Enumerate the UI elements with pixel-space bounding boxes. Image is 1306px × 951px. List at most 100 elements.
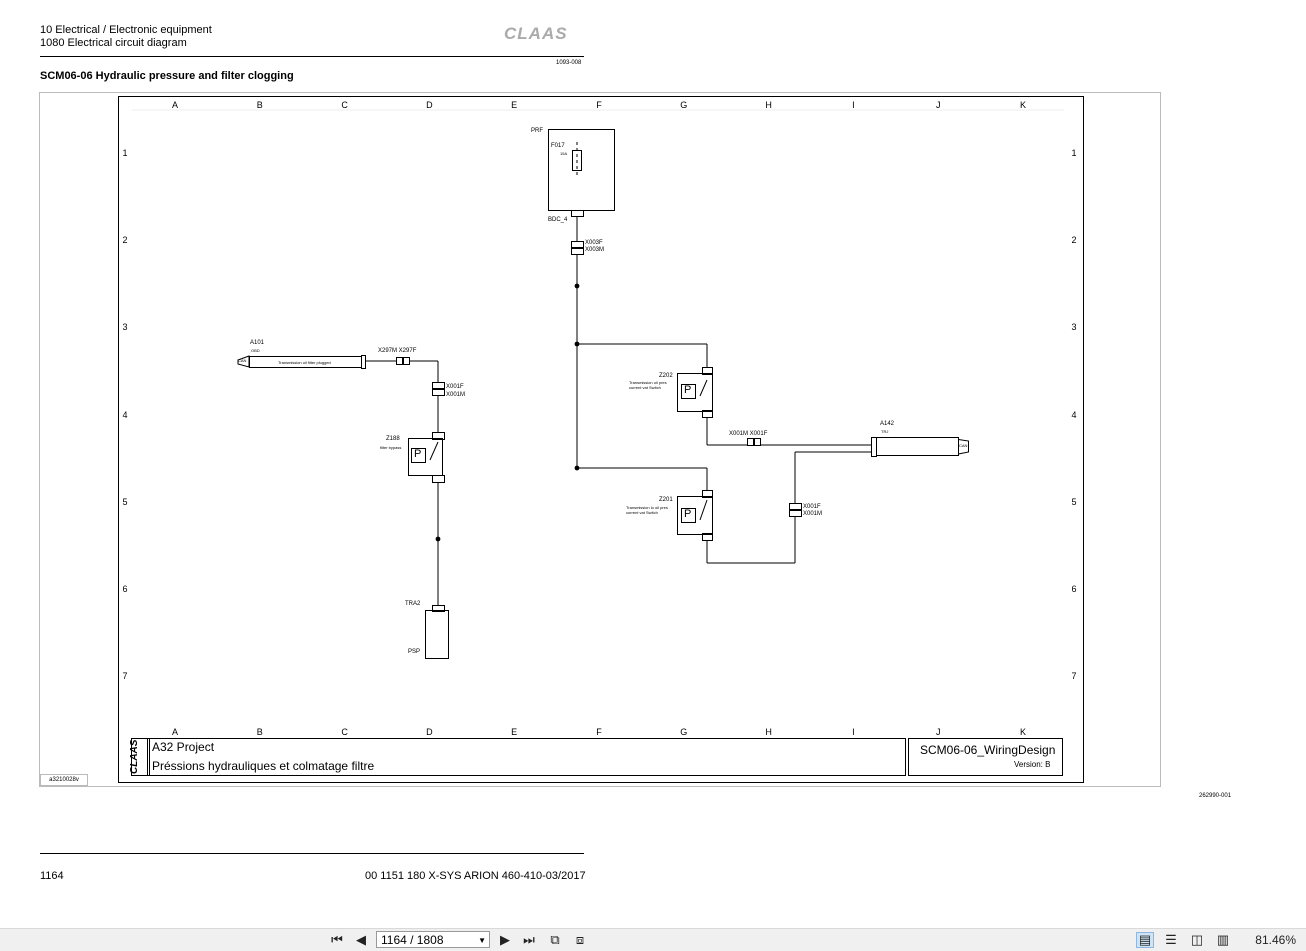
- single-page-view-button[interactable]: ▤: [1136, 932, 1154, 948]
- label-a101-desc: Transmission oil filter plugged: [278, 360, 331, 365]
- first-page-button[interactable]: ⏮: [328, 932, 346, 948]
- previous-page-button[interactable]: ◀: [352, 932, 370, 948]
- last-page-icon: ⏭: [523, 932, 535, 947]
- two-page-continuous-icon: ▥: [1216, 932, 1230, 947]
- grid-row-label: 5: [122, 496, 128, 507]
- margin-ref-left: a3210028v: [40, 774, 88, 786]
- previous-page-icon: ◀: [356, 932, 366, 947]
- label-z188-desc: filter bypass: [380, 445, 402, 450]
- footer-page-number: 1164: [40, 870, 64, 882]
- section-title: SCM06-06 Hydraulic pressure and filter c…: [40, 70, 294, 82]
- grid-column-label: F: [596, 100, 602, 110]
- label-x001m-left: X001M: [446, 392, 466, 398]
- margin-ref-right: 262990-001: [1199, 793, 1232, 799]
- grid-column-label: B: [256, 100, 263, 110]
- grid-column-label: F: [596, 727, 602, 737]
- label-z201: Z201: [659, 497, 673, 503]
- header-rule: [40, 56, 584, 57]
- grid-row-label: 2: [1071, 235, 1077, 246]
- label-x297: X297M X297F: [378, 348, 417, 354]
- footer-rule: [40, 853, 584, 854]
- grid-column-label: A: [171, 727, 179, 737]
- page-selector-value: 1164 / 1808: [381, 933, 444, 947]
- two-page-icon: ◫: [1190, 932, 1204, 947]
- label-f017: F017: [551, 143, 565, 149]
- grid-column-label: B: [256, 727, 263, 737]
- title-block-logo: CLAAS: [129, 739, 140, 774]
- grid-column-label: C: [341, 727, 348, 737]
- title-block-description: Préssions hydrauliques et colmatage filt…: [152, 759, 375, 773]
- next-page-icon: ▶: [500, 932, 510, 947]
- grid-row-label: 1: [122, 148, 128, 158]
- continuous-view-button[interactable]: ☰: [1162, 932, 1180, 948]
- grid-column-label: H: [765, 727, 772, 737]
- grid-row-label: 2: [122, 235, 128, 246]
- grid-column-label: E: [511, 727, 518, 737]
- footer-doc-ref: 00 1151 180 X-SYS ARION 460-410-03/2017: [365, 870, 586, 882]
- single-page-icon: ▤: [1138, 932, 1152, 947]
- header-line-2: 1080 Electrical circuit diagram: [40, 37, 187, 49]
- grid-column-label: C: [341, 100, 348, 110]
- grid-column-label: H: [765, 100, 772, 110]
- label-z201-desc: Transmission lo oil pres current vat Swi…: [626, 505, 668, 515]
- grid-column-label: I: [852, 727, 855, 737]
- grid-row-label: 1: [1071, 148, 1077, 158]
- fit-width-button[interactable]: ⧈: [571, 932, 589, 948]
- label-z188: Z188: [386, 436, 400, 442]
- label-x003f: X003F: [585, 240, 603, 246]
- grid-row-label: 4: [122, 409, 128, 420]
- grid-column-label: G: [680, 100, 688, 110]
- label-a142-sub: TRJ: [881, 429, 889, 434]
- grid-column-label: A: [171, 100, 179, 110]
- doc-code: 1093-008: [556, 60, 582, 66]
- fit-page-icon: ⧉: [550, 932, 560, 947]
- grid-column-label: J: [935, 100, 941, 110]
- label-a101-sub: OBD: [251, 348, 260, 353]
- label-psp: PSP: [408, 649, 421, 655]
- grid-column-label: E: [511, 100, 518, 110]
- page-selector[interactable]: 1164 / 1808 ▼: [376, 931, 490, 948]
- grid-column-label: D: [426, 100, 433, 110]
- grid-row-label: 5: [1071, 496, 1077, 507]
- label-x001m-right: X001M: [803, 511, 823, 517]
- grid-column-label: K: [1019, 100, 1027, 110]
- grid-row-label: 4: [1071, 409, 1077, 420]
- label-f017-rating: 15A: [560, 151, 568, 156]
- viewer-toolbar: ⏮ ◀ 1164 / 1808 ▼ ▶ ⏭ ⧉ ⧈ ▤ ☰ ◫ ▥ 81.46%: [0, 928, 1306, 951]
- z188-pressure-symbol: P: [414, 448, 422, 460]
- last-page-button[interactable]: ⏭: [520, 932, 538, 948]
- z201-pressure-symbol: P: [684, 508, 692, 520]
- grid-column-label: G: [680, 727, 688, 737]
- label-tra2: TRA2: [405, 601, 421, 607]
- grid-row-label: 7: [1071, 671, 1077, 682]
- grid-row-label: 7: [122, 671, 128, 682]
- label-a142: A142: [880, 421, 895, 427]
- claas-logo: CLAAS: [504, 24, 568, 43]
- two-page-view-button[interactable]: ◫: [1188, 932, 1206, 948]
- grid-row-label: 3: [122, 322, 128, 333]
- fit-width-icon: ⧈: [575, 932, 585, 947]
- label-can-right: CAN: [959, 443, 968, 448]
- chevron-down-icon: ▼: [478, 936, 486, 945]
- z202-pressure-symbol: P: [684, 384, 692, 396]
- grid-column-label: I: [852, 100, 855, 110]
- fit-page-button[interactable]: ⧉: [546, 932, 564, 948]
- next-page-button[interactable]: ▶: [496, 932, 514, 948]
- title-block-version: Version: B: [1014, 760, 1051, 769]
- title-block-project: A32 Project: [152, 740, 215, 754]
- label-a101: A101: [250, 340, 265, 346]
- two-page-continuous-button[interactable]: ▥: [1214, 932, 1232, 948]
- label-bdc: BDC_4: [548, 217, 568, 223]
- label-z202-desc: Transmission oil pres current vat Switch: [629, 380, 667, 390]
- grid-column-label: D: [426, 727, 433, 737]
- grid-column-label: K: [1019, 727, 1027, 737]
- label-prf: PRF: [531, 128, 543, 134]
- zoom-level[interactable]: 81.46%: [1255, 933, 1296, 947]
- grid-row-label: 6: [122, 584, 128, 594]
- label-z202: Z202: [659, 373, 673, 379]
- label-x003m: X003M: [585, 247, 605, 253]
- header-line-1: 10 Electrical / Electronic equipment: [40, 24, 212, 36]
- title-block-design-name: SCM06-06_WiringDesign: [920, 743, 1056, 757]
- label-x001-mid: X001M X001F: [729, 431, 768, 437]
